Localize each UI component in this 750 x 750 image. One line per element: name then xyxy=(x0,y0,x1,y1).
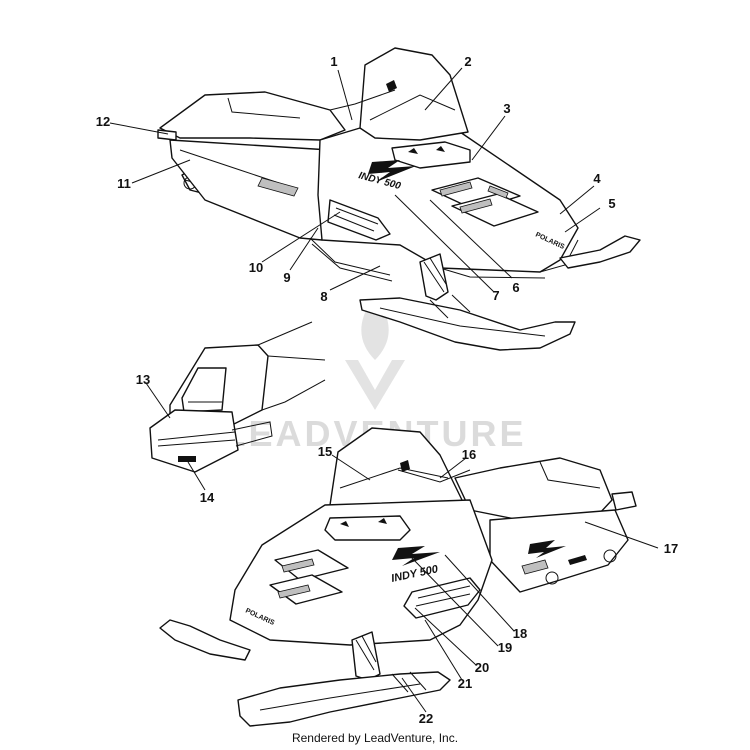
callout-4: 4 xyxy=(593,171,601,186)
callout-2: 2 xyxy=(464,54,471,69)
callout-16: 16 xyxy=(462,447,476,462)
callout-13: 13 xyxy=(136,372,150,387)
callout-15: 15 xyxy=(318,444,332,459)
callout-14: 14 xyxy=(200,490,215,505)
hood-vents xyxy=(431,177,539,227)
callout-9: 9 xyxy=(283,270,290,285)
callout-11: 11 xyxy=(117,176,131,191)
callout-5: 5 xyxy=(608,196,615,211)
callout-1: 1 xyxy=(330,54,337,69)
bottom-hood-vents xyxy=(269,549,349,605)
snowmobile-bottom-view: INDY 500 POLARIS xyxy=(159,427,637,727)
render-credit: Rendered by LeadVenture, Inc. xyxy=(291,731,459,745)
callout-19: 19 xyxy=(498,640,512,655)
callout-8: 8 xyxy=(320,289,327,304)
callout-10: 10 xyxy=(249,260,263,275)
callout-21: 21 xyxy=(458,676,472,691)
callout-18: 18 xyxy=(513,626,527,641)
callout-leaders xyxy=(109,67,659,713)
callout-7: 7 xyxy=(492,288,499,303)
callout-12: 12 xyxy=(96,114,110,129)
callout-20: 20 xyxy=(475,660,489,675)
callout-labels: 1 2 3 4 5 6 7 8 9 10 11 12 13 14 15 16 1… xyxy=(96,54,678,726)
callout-3: 3 xyxy=(503,101,510,116)
callout-6: 6 xyxy=(512,280,519,295)
callout-17: 17 xyxy=(664,541,678,556)
tail-detail-inset xyxy=(149,321,326,473)
callout-22: 22 xyxy=(419,711,433,726)
snowmobile-top-view: INDY 500 POLARIS xyxy=(157,47,641,351)
